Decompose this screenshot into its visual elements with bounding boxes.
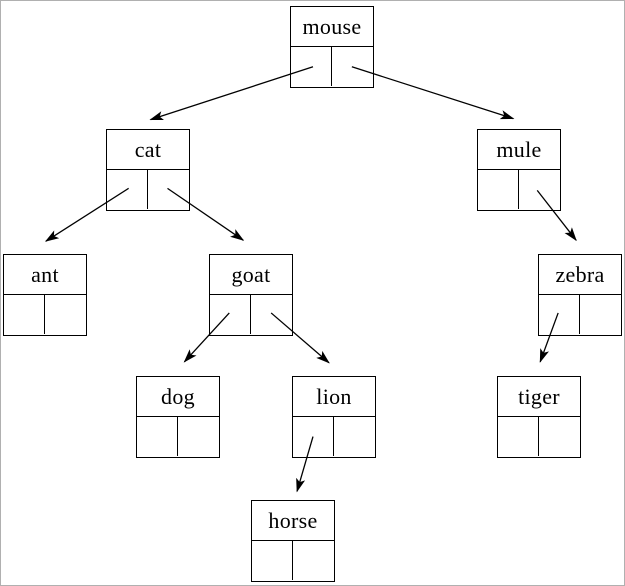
tree-node-mouse: mouse <box>290 6 374 88</box>
left-pointer-cell <box>498 417 539 456</box>
node-label: mule <box>478 130 560 170</box>
pointer-cells <box>4 295 86 334</box>
pointer-cells <box>498 417 580 456</box>
tree-node-goat: goat <box>209 254 293 336</box>
right-pointer-cell <box>45 295 86 334</box>
pointer-cells <box>137 417 219 456</box>
node-label: dog <box>137 377 219 417</box>
edge-mouse-mule <box>351 66 515 120</box>
left-pointer-cell <box>4 295 45 334</box>
tree-node-tiger: tiger <box>497 376 581 458</box>
pointer-cells <box>291 47 373 86</box>
edge-mouse-cat <box>149 66 314 121</box>
node-label: zebra <box>539 255 621 295</box>
tree-node-cat: cat <box>106 129 190 211</box>
node-label: cat <box>107 130 189 170</box>
left-pointer-cell <box>107 170 148 209</box>
left-pointer-cell <box>252 541 293 580</box>
left-pointer-cell <box>210 295 251 334</box>
node-label: horse <box>252 501 334 541</box>
tree-node-dog: dog <box>136 376 220 458</box>
pointer-cells <box>478 170 560 209</box>
pointer-cells <box>252 541 334 580</box>
tree-node-mule: mule <box>477 129 561 211</box>
node-label: tiger <box>498 377 580 417</box>
tree-node-lion: lion <box>292 376 376 458</box>
tree-node-zebra: zebra <box>538 254 622 336</box>
left-pointer-cell <box>291 47 332 86</box>
right-pointer-cell <box>293 541 334 580</box>
left-pointer-cell <box>137 417 178 456</box>
pointer-cells <box>539 295 621 334</box>
right-pointer-cell <box>332 47 373 86</box>
tree-node-horse: horse <box>251 500 335 582</box>
tree-node-ant: ant <box>3 254 87 336</box>
right-pointer-cell <box>580 295 621 334</box>
pointer-cells <box>107 170 189 209</box>
node-label: goat <box>210 255 292 295</box>
right-pointer-cell <box>519 170 560 209</box>
right-pointer-cell <box>148 170 189 209</box>
right-pointer-cell <box>334 417 375 456</box>
node-label: ant <box>4 255 86 295</box>
right-pointer-cell <box>539 417 580 456</box>
left-pointer-cell <box>539 295 580 334</box>
pointer-cells <box>293 417 375 456</box>
left-pointer-cell <box>478 170 519 209</box>
node-label: mouse <box>291 7 373 47</box>
right-pointer-cell <box>251 295 292 334</box>
right-pointer-cell <box>178 417 219 456</box>
node-label: lion <box>293 377 375 417</box>
pointer-cells <box>210 295 292 334</box>
left-pointer-cell <box>293 417 334 456</box>
